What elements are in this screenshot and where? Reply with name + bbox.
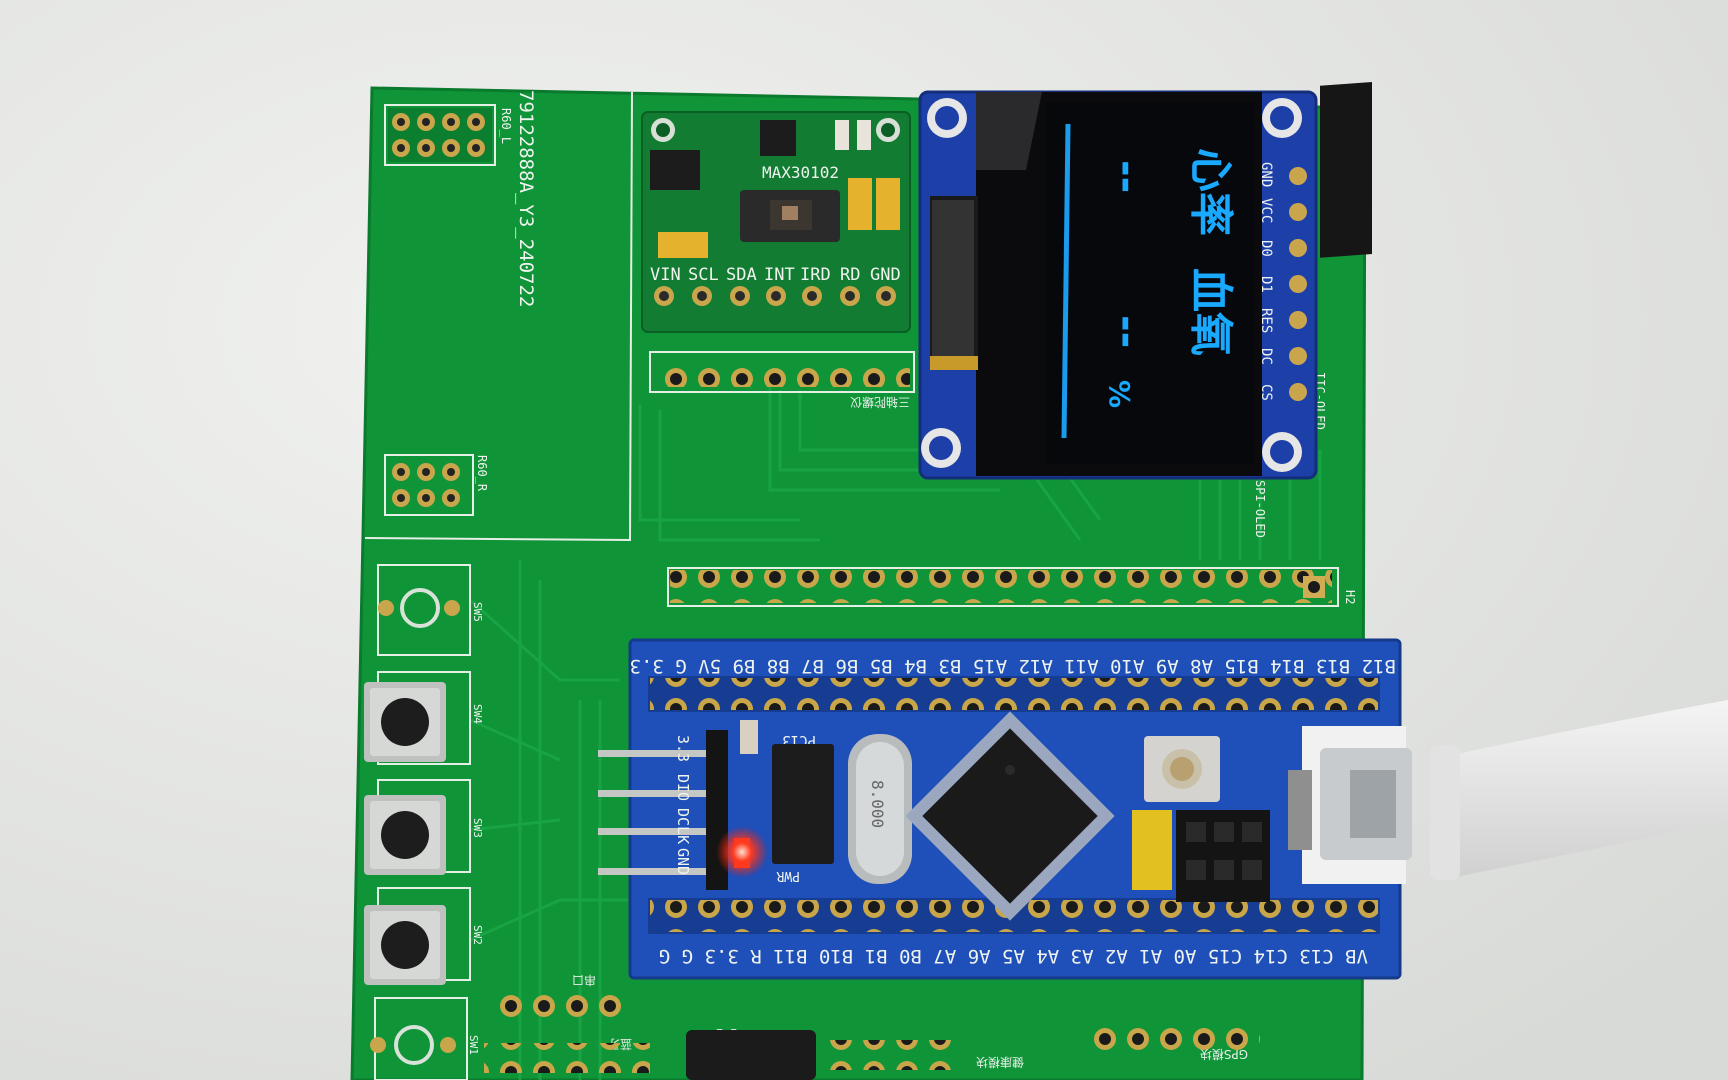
oled-spo2-unit: % (1103, 380, 1136, 408)
button-sw4[interactable] (364, 682, 446, 762)
debug-pin-gnd: GND (674, 848, 692, 875)
oled-pin-d1: D1 (1258, 276, 1274, 293)
sw2-label: SW2 (471, 925, 484, 945)
micro-usb-port[interactable] (1288, 726, 1412, 884)
debug-pin-3v3: 3.3 (674, 735, 692, 762)
oled-heart-rate-value: -- (1104, 160, 1150, 193)
mcu-top-pin-labels: B12 B13 B14 B15 A8 A9 A10 A11 A12 A15 B3… (630, 655, 1396, 677)
debug-header: 3.3 DIO DCLK GND (598, 730, 728, 890)
sensor-pin-rd: RD (840, 265, 860, 285)
sensor-chip-label: MAX30102 (762, 163, 839, 182)
bottom-headers (484, 988, 1260, 1080)
oled-pin-dc: DC (1258, 348, 1274, 365)
oled-pin-res: RES (1258, 308, 1274, 333)
mcu-board: B12 B13 B14 B15 A8 A9 A10 A11 A12 A15 B3… (598, 638, 1412, 980)
mcu-top-pin-row (650, 678, 1378, 710)
sw4-label: SW4 (471, 704, 484, 724)
button-sw3[interactable] (364, 795, 446, 875)
sensor-pin-gnd: GND (870, 265, 901, 285)
max30102-module: MAX30102 VIN SCL SDA INT IRD RD GND (641, 111, 911, 333)
oled-pin-vcc: VCC (1258, 198, 1274, 223)
sensor-pin-vin: VIN (650, 265, 681, 285)
oled-module: 心率 血氧 -- -- % GND VCC D0 D1 RES DC CS (918, 82, 1372, 480)
debug-pin-dio: DIO (674, 774, 692, 801)
mcu-bottom-pin-labels: VB C13 C14 C15 A0 A1 A2 A3 A4 A5 A6 A7 B… (659, 945, 1368, 967)
sw5-label: SW5 (471, 602, 484, 622)
button-sw1[interactable] (370, 1025, 456, 1065)
oled-spo2-value: -- (1104, 315, 1150, 348)
oled-pin-cs: CS (1258, 384, 1274, 401)
r60-r-label: R60_R (475, 455, 489, 492)
health-module-label: 健康模块 (976, 1055, 1024, 1070)
pc13-led (740, 720, 758, 754)
debug-pin-dclk: DCLK (674, 808, 692, 844)
sw1-label: SW1 (467, 1035, 480, 1055)
header-three-axis (654, 357, 910, 387)
oled-spo2-label: 血氧 (1185, 268, 1236, 356)
usb-cable (1430, 700, 1728, 880)
sw3-label: SW3 (471, 818, 484, 838)
oled-heart-rate-label: 心率 (1185, 148, 1236, 236)
spi-oled-label: SPI-OLED (1253, 480, 1267, 538)
sensor-pin-int: INT (764, 265, 795, 285)
r60-l-label: R60_L (499, 108, 513, 144)
reset-button[interactable] (1144, 736, 1220, 802)
pwr-led-label: PWR (776, 868, 800, 883)
header-r60-r (392, 463, 460, 507)
oled-screen (1046, 102, 1254, 464)
uart-label: 串口 (572, 973, 596, 987)
button-sw2[interactable] (364, 905, 446, 985)
h2-label: H2 (1343, 590, 1357, 604)
header-r60-l (388, 108, 492, 162)
version-label: 79122888A_Y3_240722 (515, 90, 537, 307)
boot-jumpers[interactable] (1132, 810, 1270, 902)
sensor-pin-scl: SCL (688, 265, 719, 285)
crystal-label: 8.000 (868, 780, 887, 828)
oled-pin-gnd: GND (1258, 162, 1274, 187)
three-axis-label: 三轴陀螺仪 (850, 395, 910, 410)
crystal: 8.000 (848, 734, 912, 884)
header-h2 (670, 570, 1332, 603)
sensor-pin-ird: IRD (800, 265, 831, 285)
oled-pin-d0: D0 (1258, 240, 1274, 257)
sensor-pin-sda: SDA (726, 265, 757, 285)
button-sw5[interactable] (378, 588, 460, 628)
